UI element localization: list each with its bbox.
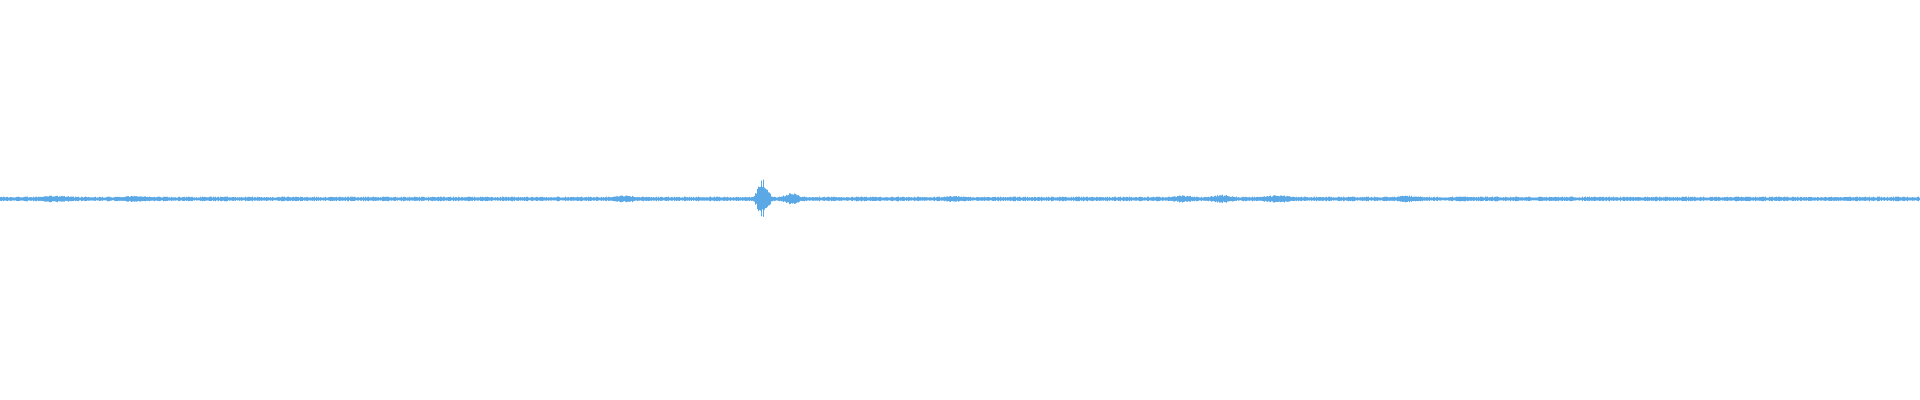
waveform-path [0,179,1920,217]
